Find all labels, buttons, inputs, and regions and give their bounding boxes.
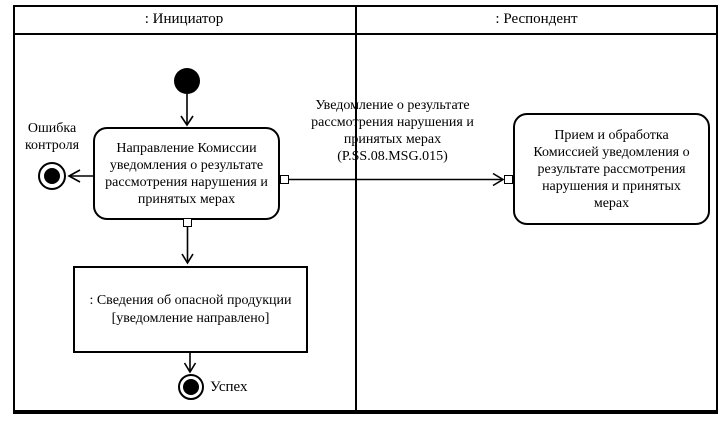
error-final-node-core [44,168,60,184]
initial-node-icon [174,68,200,94]
error-final-label: Ошибка контроля [24,121,80,153]
lane-header-initiator: : Инициатор [144,10,224,27]
success-final-node-core [183,379,199,395]
message-text: Уведомление о результате рассмотрения на… [311,98,474,147]
success-final-node-icon [178,374,204,400]
object-node-state: [уведомление направлено] [111,310,270,326]
input-pin-left [504,175,513,184]
error-final-node-icon [38,162,66,190]
object-node-title: : Сведения об опасной продукции [89,292,292,308]
output-pin-bottom [183,218,192,227]
lane-header-respondent: : Респондент [495,10,578,27]
lane-header-separator [13,33,718,35]
lane-divider [355,5,357,414]
swimlane-frame [13,5,718,414]
action-respondent-label: Прием и обработка Комиссией уведомления … [533,127,690,211]
action-respondent: Прием и обработка Комиссией уведомления … [513,113,710,225]
success-final-label: Успех [210,379,248,395]
message-code: (P.SS.08.MSG.015) [337,149,448,164]
object-node: : Сведения об опасной продукции [уведомл… [73,266,308,353]
output-pin-right [280,175,289,184]
action-initiator-label: Направление Комиссии уведомления о резул… [105,140,268,207]
action-initiator: Направление Комиссии уведомления о резул… [93,127,280,220]
message-label: Уведомление о результате рассмотрения на… [285,97,500,165]
